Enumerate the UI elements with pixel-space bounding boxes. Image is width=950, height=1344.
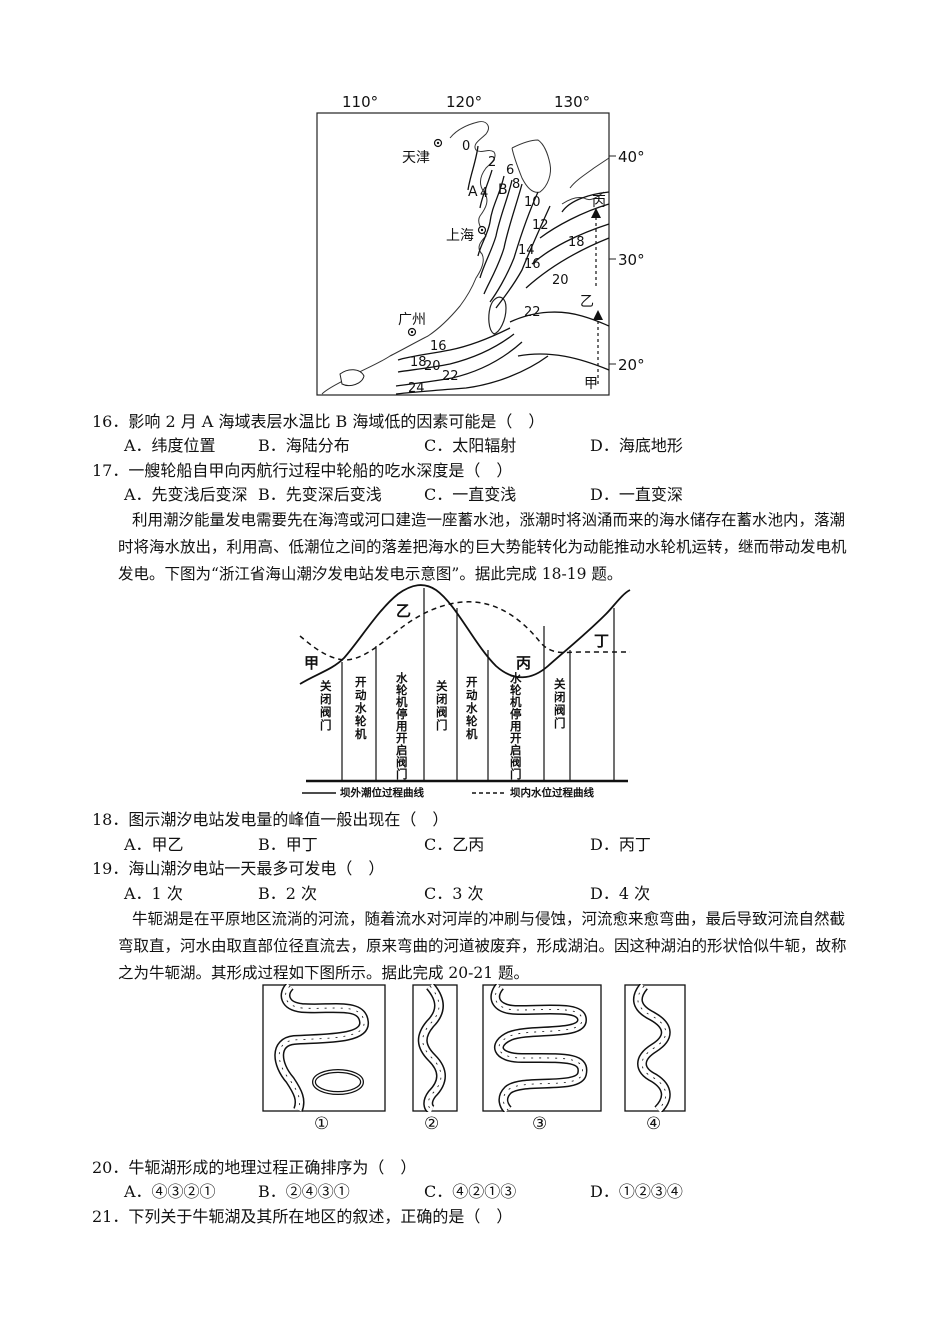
q19-option-b[interactable]: B．2 次 bbox=[258, 884, 318, 903]
lon-label-120: 120° bbox=[446, 93, 482, 111]
q17-stem: 17．一艘轮船自甲向丙航行过程中轮船的吃水深度是（ ） bbox=[92, 461, 513, 480]
meander-figure-2 bbox=[412, 984, 458, 1112]
meander-label-3: ③ bbox=[532, 1114, 548, 1134]
q16-option-d[interactable]: D．海底地形 bbox=[590, 436, 683, 455]
q19-option-a[interactable]: A．1 次 bbox=[124, 884, 183, 903]
isotherm-label: 2 bbox=[488, 155, 496, 170]
isotherm-label: 0 bbox=[462, 139, 470, 154]
point-jia: 甲 bbox=[584, 376, 598, 392]
q20-option-d[interactable]: D．①②③④ bbox=[590, 1182, 683, 1201]
lat-label-20: 20° bbox=[618, 356, 645, 374]
q17-option-c[interactable]: C．一直变浅 bbox=[424, 485, 517, 504]
outer-tide-curve bbox=[299, 584, 631, 685]
inner-water-curve bbox=[299, 601, 630, 661]
q20-option-c[interactable]: C．④②①③ bbox=[424, 1182, 517, 1201]
japan-coast bbox=[561, 157, 610, 205]
isotherm-label: 8 bbox=[512, 177, 520, 192]
q18-option-a[interactable]: A．甲乙 bbox=[124, 835, 184, 854]
city-tianjin: 天津 bbox=[402, 150, 430, 166]
lat-label-30: 30° bbox=[618, 251, 645, 269]
q18-option-d[interactable]: D．丙丁 bbox=[590, 835, 651, 854]
tide-col-label: 关闭阀门 bbox=[320, 679, 332, 732]
korea-coast bbox=[511, 139, 551, 193]
tide-col-label: 开动水轮机 bbox=[355, 675, 367, 741]
isotherm-label: 20 bbox=[552, 273, 569, 288]
isotherm-label: 22 bbox=[442, 369, 459, 384]
tide-col-label: 关闭阀门 bbox=[436, 679, 448, 732]
lon-label-130: 130° bbox=[554, 93, 590, 111]
tide-col-label: 开动水轮机 bbox=[466, 675, 478, 741]
isotherm-label: 16 bbox=[430, 339, 447, 354]
isotherm-label: 16 bbox=[524, 257, 541, 272]
lat-label-40: 40° bbox=[618, 148, 645, 166]
isotherm-label: 18 bbox=[410, 355, 427, 370]
city-shanghai: 上海 bbox=[446, 228, 474, 244]
coastline bbox=[321, 121, 496, 395]
q19-stem: 19．海山潮汐电站一天最多可发电（ ） bbox=[92, 859, 385, 878]
taiwan-island bbox=[488, 296, 507, 335]
tide-col-label: 水轮机停用开启阀门 bbox=[396, 671, 408, 781]
q16-option-a[interactable]: A．纬度位置 bbox=[124, 436, 216, 455]
isotherm-label: 12 bbox=[532, 218, 549, 233]
point-yi: 乙 bbox=[580, 294, 594, 310]
isotherm-label: 14 bbox=[518, 243, 535, 258]
isotherm-label: 22 bbox=[524, 305, 541, 320]
lon-label-110: 110° bbox=[342, 93, 378, 111]
q17-option-d[interactable]: D．一直变深 bbox=[590, 485, 683, 504]
legend-outer-label: 坝外潮位过程曲线 bbox=[340, 787, 424, 799]
tide-point-bing: 丙 bbox=[516, 654, 531, 672]
q19-option-d[interactable]: D．4 次 bbox=[590, 884, 651, 903]
q19-option-c[interactable]: C．3 次 bbox=[424, 884, 484, 903]
meander-label-4: ④ bbox=[646, 1114, 662, 1134]
meander-figure-4 bbox=[624, 984, 686, 1112]
meander-figure-1 bbox=[262, 984, 386, 1112]
point-a: A bbox=[468, 184, 478, 200]
tide-point-jia: 甲 bbox=[304, 654, 319, 672]
tide-point-yi: 乙 bbox=[396, 602, 411, 620]
tide-point-ding: 丁 bbox=[594, 632, 609, 650]
q18-stem: 18．图示潮汐电站发电量的峰值一般出现在（ ） bbox=[92, 810, 449, 829]
q16-option-c[interactable]: C．太阳辐射 bbox=[424, 436, 517, 455]
isotherm-label: 6 bbox=[506, 163, 514, 178]
tide-chart: 甲 乙 丙 丁 bbox=[299, 584, 631, 783]
tide-col-label: 关闭阀门 bbox=[554, 677, 566, 730]
meander-figure-3 bbox=[482, 984, 602, 1112]
q16-stem: 16．影响 2 月 A 海域表层水温比 B 海域低的因素可能是（ ） bbox=[92, 412, 545, 431]
q20-option-a[interactable]: A．④③②① bbox=[124, 1182, 216, 1201]
tide-col-label: 水轮机停用开启阀门 bbox=[510, 671, 522, 781]
point-b: B bbox=[498, 182, 508, 198]
passage-tidal: 利用潮汐能量发电需要先在海湾或河口建造一座蓄水池，涨潮时将汹涌而来的海水储存在蓄… bbox=[118, 511, 847, 583]
isotherm-label: 20 bbox=[424, 359, 441, 374]
q20-option-b[interactable]: B．②④③① bbox=[258, 1182, 350, 1201]
isotherm-label: 18 bbox=[568, 235, 585, 250]
q17-option-b[interactable]: B．先变深后变浅 bbox=[258, 485, 382, 504]
isotherm-label: 4 bbox=[480, 186, 488, 201]
passage-oxbow: 牛轭湖是在平原地区流淌的河流，随着流水对河岸的冲刷与侵蚀，河流愈来愈弯曲，最后导… bbox=[118, 910, 847, 982]
q21-stem: 21．下列关于牛轭湖及其所在地区的叙述，正确的是（ ） bbox=[92, 1207, 513, 1226]
city-guangzhou: 广州 bbox=[398, 312, 426, 328]
q17-option-a[interactable]: A．先变浅后变深 bbox=[124, 485, 248, 504]
point-bing: 丙 bbox=[592, 194, 606, 210]
q16-option-b[interactable]: B．海陆分布 bbox=[258, 436, 350, 455]
hainan-island bbox=[339, 369, 365, 387]
isotherm-label: 10 bbox=[524, 195, 541, 210]
isotherm-label: 24 bbox=[408, 381, 425, 396]
meander-label-2: ② bbox=[424, 1114, 440, 1134]
meander-label-1: ① bbox=[314, 1114, 330, 1134]
isotherm-map: 110° 120° 130° 40° 30° 20° 0 2 4 bbox=[316, 93, 645, 396]
tide-legend bbox=[302, 792, 506, 794]
isotherm-lines bbox=[395, 145, 610, 395]
q20-stem: 20．牛轭湖形成的地理过程正确排序为（ ） bbox=[92, 1158, 417, 1177]
q18-option-c[interactable]: C．乙丙 bbox=[424, 835, 485, 854]
legend-inner-label: 坝内水位过程曲线 bbox=[510, 787, 594, 799]
q18-option-b[interactable]: B．甲丁 bbox=[258, 835, 318, 854]
